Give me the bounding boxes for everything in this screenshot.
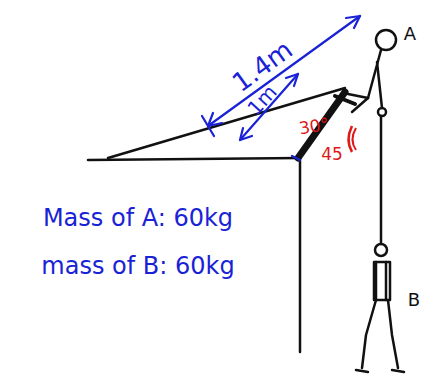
body-b [374, 262, 390, 300]
angle-label: 45 [321, 146, 343, 163]
wall [299, 158, 302, 352]
arrow-head [208, 113, 222, 126]
head-a [376, 30, 396, 50]
plank-top [108, 88, 345, 158]
hand-a [378, 108, 386, 116]
tick [292, 156, 300, 160]
leg-a1 [348, 94, 368, 98]
mass-label: mass of B: 60kg [41, 254, 234, 278]
mass-label: Mass of A: 60kg [43, 206, 233, 230]
rope [380, 116, 383, 244]
arrow-head [346, 16, 360, 28]
strut-cap [335, 96, 355, 104]
angle-label: 30° [298, 115, 331, 137]
arrow-head [240, 128, 252, 140]
tick [202, 116, 214, 136]
dimension-line-long [208, 16, 360, 126]
person-label: B [408, 291, 420, 309]
angle-arc [349, 126, 353, 152]
leg-a2 [352, 98, 368, 112]
hand-b [375, 244, 387, 256]
arm-a [377, 62, 382, 108]
legs-b [362, 300, 398, 368]
arms-b [376, 262, 386, 300]
arrow-head [286, 74, 298, 86]
feet-b [356, 370, 404, 372]
angle-arc [353, 128, 357, 150]
person-label: A [404, 25, 416, 43]
plank-bottom [88, 158, 300, 160]
